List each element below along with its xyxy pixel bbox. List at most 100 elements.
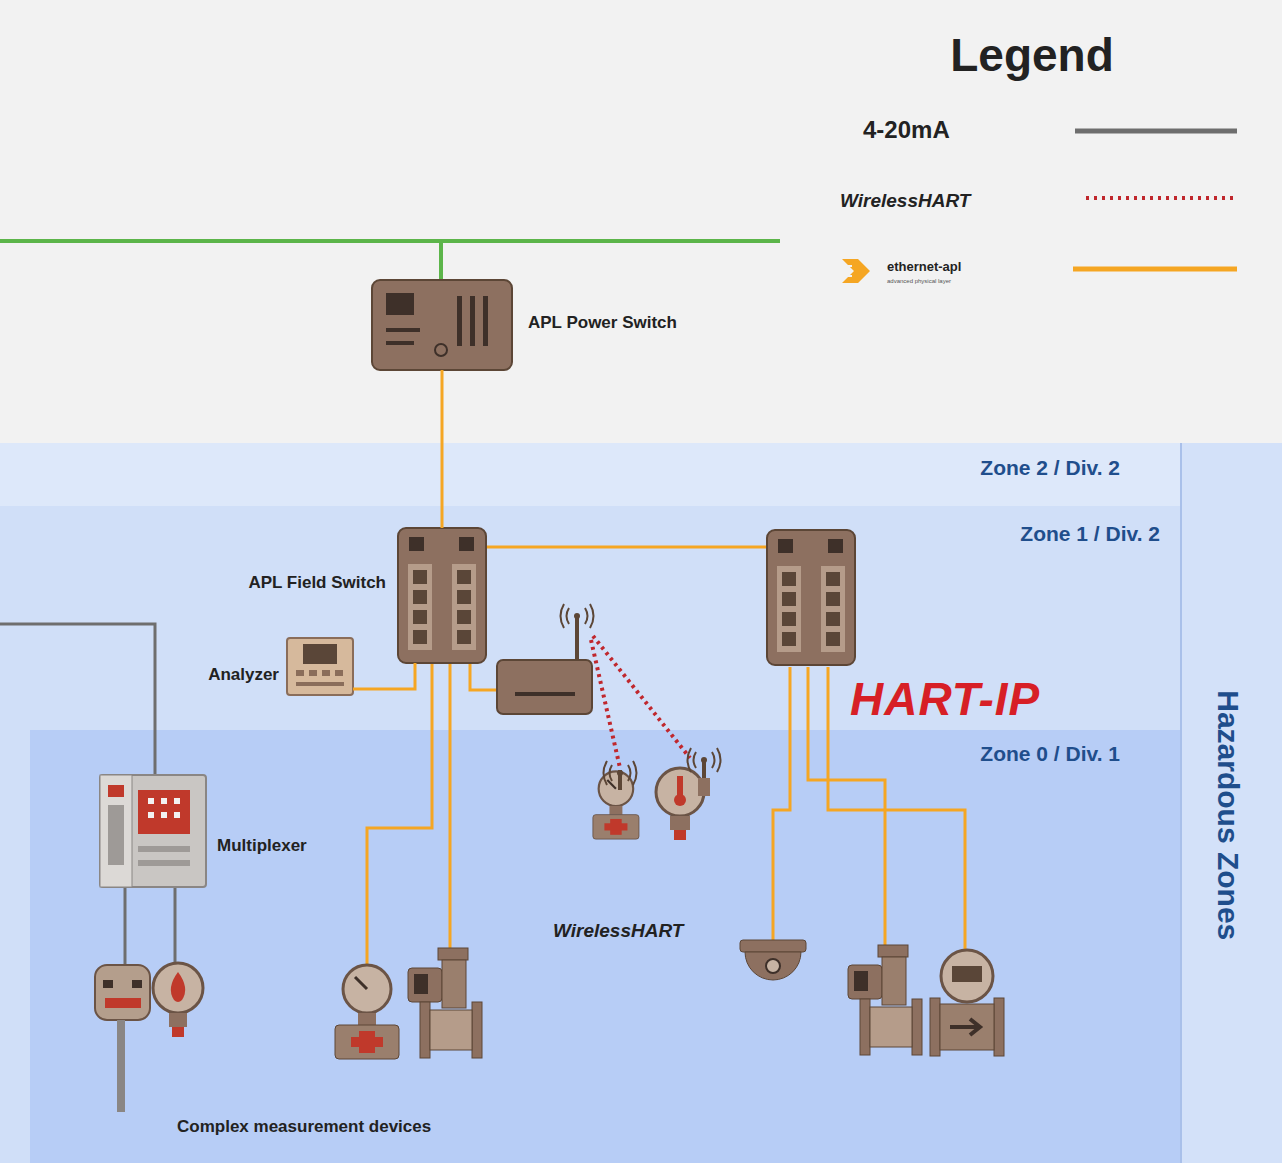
multiplexer-icon [100,775,206,887]
wireless-temperature-icon [656,762,710,840]
legend-samples [842,259,870,283]
logo-subtitle: advanced physical layer [887,278,951,285]
field-switch: APL Field Switch [398,528,486,663]
flowmeter-icon [952,966,982,982]
wireless-temperature-icon [670,816,690,830]
zone-grounds [0,443,1180,506]
wireless-pressure-icon [593,770,639,839]
network-illustration [767,530,855,665]
flame-detector-icon [169,1013,187,1027]
power-switch: APL Power Switch [372,280,512,370]
apl-power-switch-icon [435,344,447,356]
zone-grounds [1180,443,1182,1163]
analyzer-icon [296,670,304,676]
wireless-gateway-icon [515,692,575,696]
apl-power-switch-icon [372,280,512,370]
zone-band: Zone 2 / Div. 2 [0,443,1180,506]
wireless-gateway-icon [497,618,592,714]
level-probe-icon [117,1020,125,1112]
level-probe-icon [105,998,141,1008]
apl-power-switch-icon [457,296,462,346]
camera-icon [745,952,801,980]
analyzer-icon [309,670,317,676]
flame-detector-icon [153,963,203,1037]
wireless-gateway-icon [497,660,592,714]
zone-heading: Hazardous Zones [1211,690,1246,940]
analyzer-icon [287,638,353,695]
node-label: APL Field Switch [248,573,386,593]
analyzer-icon [322,670,330,676]
legend-samples [838,266,852,276]
analog-wiring [0,624,155,775]
multiplexer-icon [148,812,154,818]
plant-bus [439,241,443,280]
multiplexer-icon [174,798,180,804]
apl-wiring [449,663,452,950]
flowmeter-icon [950,1019,980,1035]
flowmeter-icon [930,950,1004,1056]
group-caption: Complex measurement devices [177,1117,431,1137]
plant-bus [0,241,780,280]
flowmeter-icon [930,998,940,1056]
multiplexer-icon [108,805,124,865]
multiplexer-icon [100,775,132,887]
multiplexer-icon [161,812,167,818]
wireless-temperature-icon [698,778,710,796]
plant-bus [0,239,780,243]
apl-wiring [367,663,432,965]
zone-band: Zone 1 / Div. 2 APL Field SwitchAnalyzer [0,506,1180,1163]
apl-power-switch-icon [372,280,512,370]
network-illustration [398,528,486,663]
analog-wiring [174,887,177,962]
wireless-temperature-icon [656,768,704,816]
apl-power-switch-icon [483,296,488,346]
node-label: Zone 1 / Div. 2 [1020,522,1160,546]
analyzer-icon [296,682,344,686]
analyzer-icon [287,638,353,695]
apl-wiring [486,546,767,549]
wireless-pressure-icon [593,771,639,839]
camera-icon [740,940,806,980]
apl-power-switch-icon [386,341,414,345]
network-illustration [408,948,482,1058]
level-probe-icon [132,980,142,988]
wireless-pressure-icon [593,771,639,839]
legend-text: ethernet-apl [887,260,961,275]
zone-grounds [0,506,1180,1163]
multiplexer-icon [174,812,180,818]
level-probe-icon [103,980,113,988]
apl-power-switch-icon [470,296,475,346]
flowmeter-icon [941,950,993,1002]
level-probe-icon [95,965,150,1112]
legend-text: WirelessHART [840,190,970,212]
analyzer-icon [303,644,337,664]
multiplexer-icon [138,860,190,866]
multiplexer-icon [148,798,154,804]
node-label: Multiplexer [217,836,307,856]
wireless-links [591,636,690,768]
wireless-links [593,636,690,758]
legend-samples [1075,129,1237,134]
analog-wiring [124,887,127,965]
node-label: APL Power Switch [528,313,677,333]
zone-grounds [0,0,1282,443]
level-probe-icon [95,965,150,1020]
network-illustration [688,748,721,772]
flowmeter-icon [994,998,1004,1056]
legend-samples [838,131,1237,283]
apl-power-switch-icon [386,293,414,315]
apl-wiring [470,663,497,690]
wireless-temperature-icon [674,794,686,806]
network-illustration [335,965,399,1059]
multiplexer-icon [108,785,124,797]
apl-connector [353,663,415,689]
legend-samples [1086,196,1235,200]
node-label: Analyzer [208,665,279,685]
flame-detector-icon [153,963,203,1013]
zone-grounds [0,443,1282,1163]
legend-text: 4-20mA [863,116,950,144]
